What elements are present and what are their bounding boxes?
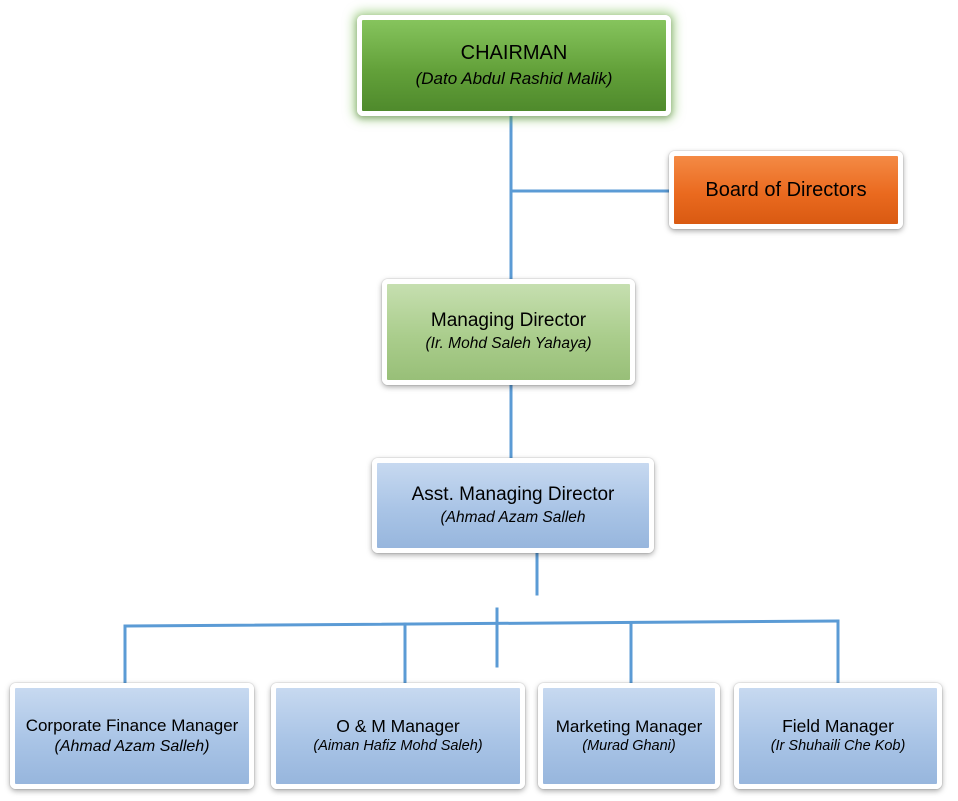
board-title: Board of Directors — [705, 178, 867, 201]
om-manager-name: (Aiman Hafiz Mohd Saleh) — [313, 738, 483, 755]
marketing-manager-title: Marketing Manager — [555, 716, 703, 736]
chairman-name: (Dato Abdul Rashid Malik) — [415, 68, 613, 88]
asst-managing-director-box: Asst. Managing Director (Ahmad Azam Sall… — [372, 458, 654, 553]
corporate-finance-manager-title: Corporate Finance Manager — [25, 715, 239, 735]
corporate-finance-manager-box: Corporate Finance Manager (Ahmad Azam Sa… — [10, 683, 254, 789]
managing-director-name: (Ir. Mohd Saleh Yahaya) — [425, 335, 592, 353]
asst-managing-director-title: Asst. Managing Director — [411, 483, 615, 505]
corporate-finance-manager-name: (Ahmad Azam Salleh) — [54, 738, 210, 756]
board-of-directors-box: Board of Directors — [669, 151, 903, 229]
om-manager-box: O & M Manager (Aiman Hafiz Mohd Saleh) — [271, 683, 525, 789]
managing-director-box: Managing Director (Ir. Mohd Saleh Yahaya… — [382, 279, 635, 385]
field-manager-box: Field Manager (Ir Shuhaili Che Kob) — [734, 683, 942, 789]
field-manager-name: (Ir Shuhaili Che Kob) — [770, 738, 906, 755]
chairman-box: CHAIRMAN (Dato Abdul Rashid Malik) — [357, 15, 671, 116]
managing-director-title: Managing Director — [430, 310, 587, 332]
asst-managing-director-name: (Ahmad Azam Salleh — [440, 508, 586, 526]
chairman-title: CHAIRMAN — [460, 42, 568, 65]
marketing-manager-box: Marketing Manager (Murad Ghani) — [538, 683, 720, 789]
om-manager-title: O & M Manager — [336, 715, 460, 736]
connector-bus — [123, 619, 840, 628]
field-manager-title: Field Manager — [782, 715, 894, 736]
marketing-manager-name: (Murad Ghani) — [582, 738, 676, 755]
